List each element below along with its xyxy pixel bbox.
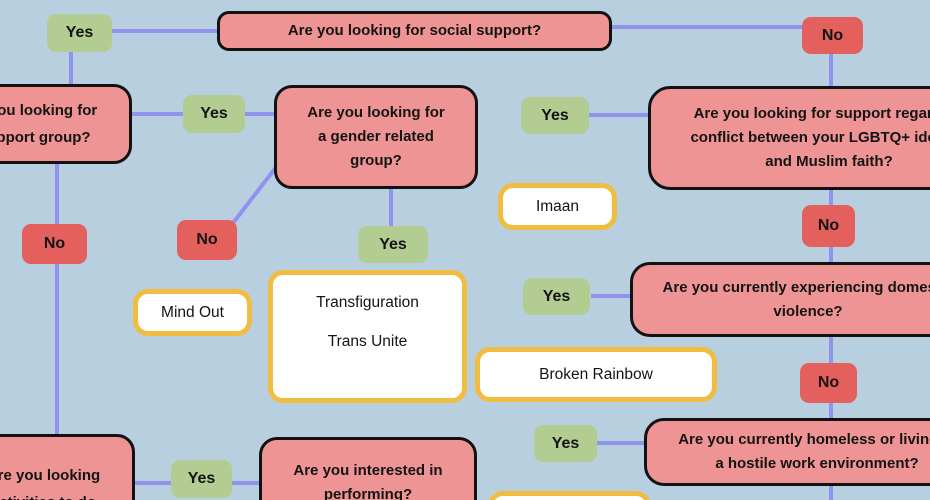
resource-label: Mind Out (161, 303, 224, 321)
resource-trans-groups: Transfiguration Trans Unite (268, 270, 467, 403)
no-badge-gender-group: No (177, 220, 237, 260)
no-label: No (817, 217, 840, 234)
question-support-group: Are you looking for a support group? (0, 84, 132, 164)
question-text: Are you looking for support regarding (693, 105, 930, 122)
no-label: No (817, 374, 840, 391)
question-text: Are you looking for (0, 102, 98, 119)
question-text: Are you looking (0, 467, 101, 484)
resource-label: Broken Rainbow (539, 365, 653, 383)
yes-label: Yes (200, 105, 228, 122)
resource-label: Trans Unite (327, 333, 408, 350)
yes-badge-support-group: Yes (183, 95, 245, 133)
question-text: Are you currently experiencing domestic (662, 278, 930, 296)
resource-broken-rainbow: Broken Rainbow (475, 347, 717, 402)
question-text: conflict between your LGBTQ+ identity (690, 129, 930, 146)
question-muslim-faith-conflict: Are you looking for support regarding co… (648, 86, 930, 190)
question-activities: Are you looking activities to do (0, 434, 135, 500)
question-text: Are you looking for (307, 104, 445, 121)
no-badge-muslim-faith: No (802, 205, 855, 247)
yes-label: Yes (379, 235, 407, 253)
yes-label: Yes (542, 287, 571, 305)
yes-badge-muslim-faith: Yes (521, 97, 589, 134)
yes-label: Yes (187, 470, 216, 487)
question-performing: Are you interested in performing? (259, 437, 477, 500)
yes-badge-homeless: Yes (534, 425, 597, 462)
question-text: group? (350, 152, 402, 169)
yes-label: Yes (65, 24, 94, 41)
resource-mind-out: Mind Out (133, 289, 252, 336)
question-text: a support group? (0, 129, 91, 146)
yes-badge-social: Yes (47, 14, 112, 52)
no-badge-domestic-violence: No (800, 363, 857, 403)
yes-badge-domestic-violence: Yes (523, 278, 590, 315)
yes-badge-activities: Yes (171, 460, 232, 498)
question-social-support: Are you looking for social support? (217, 11, 612, 51)
no-label: No (196, 231, 218, 248)
no-label: No (43, 235, 66, 252)
question-text: Are you interested in (293, 462, 443, 479)
no-label: No (821, 26, 844, 44)
question-text: a gender related (318, 128, 434, 145)
resource-label: Transfiguration (316, 294, 419, 311)
question-text: activities to do (0, 489, 96, 500)
yes-label: Yes (551, 434, 580, 452)
question-text: Are you looking for social support? (287, 22, 542, 39)
question-text: a hostile work environment? (715, 455, 919, 472)
question-text: violence? (773, 302, 843, 320)
question-text: performing? (323, 486, 413, 500)
no-badge-social: No (802, 17, 863, 54)
question-homeless: Are you currently homeless or living in … (644, 418, 930, 486)
question-text: Are you currently homeless or living in (678, 431, 930, 448)
yes-label: Yes (541, 106, 569, 124)
question-gender-group: Are you looking for a gender related gro… (274, 85, 478, 189)
resource-box-partial (488, 491, 651, 500)
question-domestic-violence: Are you currently experiencing domestic … (630, 262, 930, 337)
no-badge-support-group: No (22, 224, 87, 264)
resource-imaan: Imaan (498, 183, 617, 230)
question-text: and Muslim faith? (765, 153, 893, 170)
yes-badge-gender-group: Yes (358, 226, 428, 263)
resource-label: Imaan (535, 197, 580, 215)
